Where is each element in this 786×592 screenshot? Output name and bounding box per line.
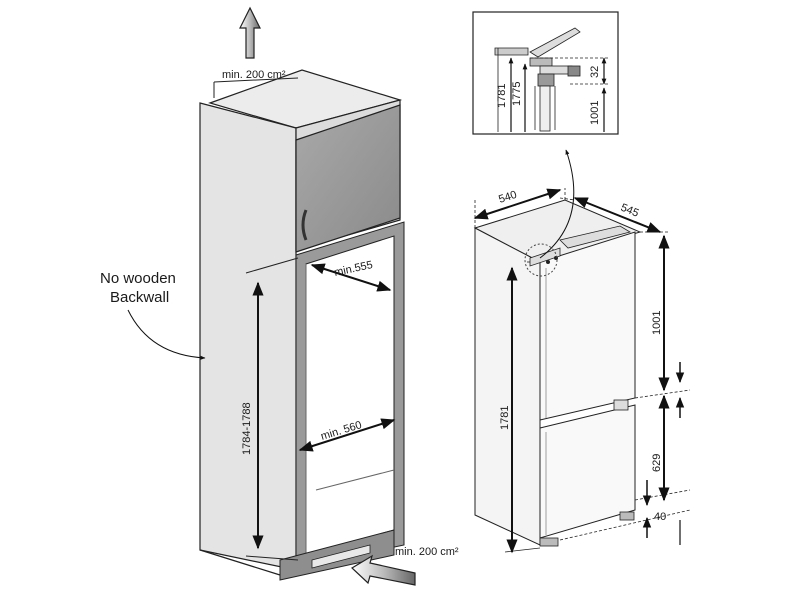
detail-inset xyxy=(472,11,619,135)
appliance-plinth-dimension xyxy=(642,480,681,545)
lower-height-label: 629 xyxy=(651,454,663,472)
appliance-width-dimension xyxy=(473,188,562,220)
cabinet-depth-bottom-dimension xyxy=(298,418,396,452)
upper-height-label: 1001 xyxy=(651,311,663,335)
air-out-arrow-icon xyxy=(239,6,261,59)
cabinet-depth-top-dimension xyxy=(310,263,392,292)
plinth-label: 40 xyxy=(654,511,666,523)
vent-top-label: min. 200 cm² xyxy=(222,69,286,81)
niche-height-label: 1784-1788 xyxy=(241,402,253,455)
detail-upper-label: 1001 xyxy=(589,101,601,125)
detail-gap-label: 32 xyxy=(589,66,601,78)
air-in-arrow-icon xyxy=(351,554,416,586)
appliance-drawing xyxy=(473,188,691,553)
detail-h2-label: 1775 xyxy=(511,82,523,106)
detail-pointer xyxy=(539,149,575,259)
backwall-label-line1: No wooden xyxy=(100,270,176,287)
appliance-upper-height-dimension xyxy=(658,234,685,392)
backwall-label-line2: Backwall xyxy=(110,289,169,306)
appliance-lower-height-dimension xyxy=(658,394,685,502)
appliance-depth-dimension xyxy=(573,197,662,233)
total-height-label: 1781 xyxy=(499,406,511,430)
width-label: 540 xyxy=(497,189,518,206)
cabinet-drawing xyxy=(199,69,405,581)
backwall-pointer xyxy=(127,309,206,360)
detail-h1-label: 1781 xyxy=(496,84,508,108)
vent-bottom-label: min. 200 cm² xyxy=(395,546,459,558)
